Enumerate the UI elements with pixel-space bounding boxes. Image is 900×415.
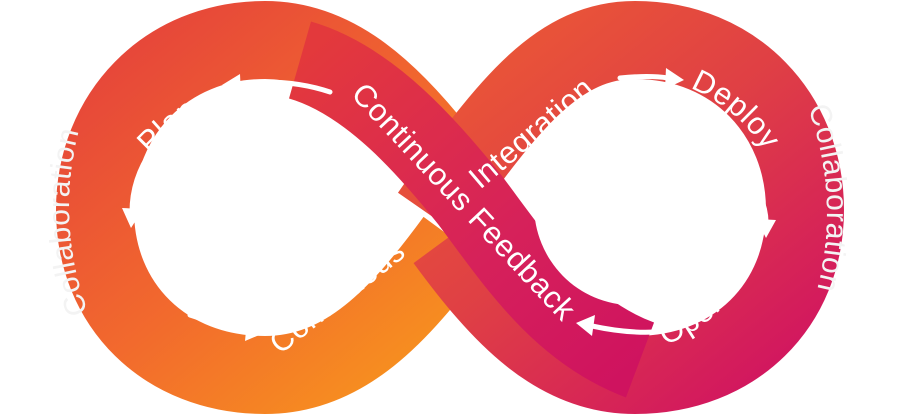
crossing-band — [287, 21, 656, 398]
arrow-right-bottom — [576, 315, 658, 336]
arrow-left-side — [122, 147, 155, 228]
arrow-right-side — [752, 182, 776, 238]
right-hole — [534, 105, 730, 305]
arrow-left-top — [222, 74, 333, 95]
arrow-left-bottom — [187, 312, 264, 341]
arrow-right-top — [617, 68, 684, 89]
left-hole — [170, 105, 366, 305]
